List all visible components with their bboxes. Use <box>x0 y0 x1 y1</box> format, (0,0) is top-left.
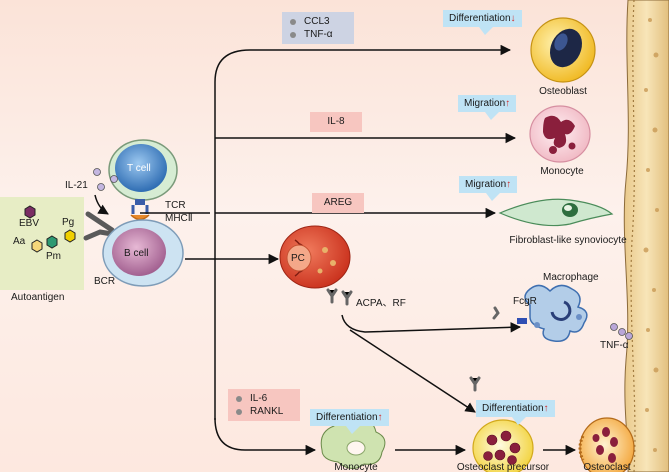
fibroblast-graphic <box>498 198 614 227</box>
antigen-pg: Pg <box>62 217 75 228</box>
osteoblast-label: Osteoblast <box>539 86 587 97</box>
antibody-icons <box>326 288 500 392</box>
monocyte-top-graphic <box>529 105 591 163</box>
il21-molecules <box>93 168 118 191</box>
osteoclast-precursor-label: Osteoclast precursor <box>456 462 550 472</box>
factor-areg: AREG <box>323 197 353 208</box>
fcgr-label: FcgR <box>513 296 537 307</box>
mhc-label: MHCⅡ <box>165 213 193 224</box>
callout-differentiation-monocyte: Differentiation↑ <box>310 409 389 434</box>
bullet-icon <box>236 408 242 415</box>
factor-ccl3: CCL3 <box>304 16 330 27</box>
callout-migration-monocyte: Migration↑ <box>458 95 517 120</box>
tcr-mhc-graphic <box>130 199 150 221</box>
bullet-icon <box>236 395 242 402</box>
monocyte-bottom-graphic <box>320 415 386 469</box>
acpa-label: ACPA、RF <box>356 298 406 309</box>
b-cell-graphic <box>102 219 184 287</box>
antigen-pm: Pm <box>46 251 61 262</box>
macrophage-label: Macrophage <box>543 272 599 283</box>
factor-il8: IL-8 <box>327 116 345 127</box>
factor-il6: IL-6 <box>250 393 268 404</box>
osteoclast-label: Osteoclast <box>583 462 631 472</box>
arrow-down-icon: ↓ <box>510 13 516 24</box>
arrow-up-icon: ↑ <box>377 412 383 423</box>
t-cell-graphic <box>108 139 178 201</box>
osteoclast-precursor-graphic <box>472 419 534 472</box>
callout-migration-fibroblast: Migration↑ <box>459 176 518 201</box>
tcr-label: TCR <box>165 200 186 211</box>
fibroblast-label: Fibroblast-like synoviocyte <box>509 235 627 246</box>
factor-box-il6-rankl: IL-6 RANKL <box>228 389 300 421</box>
antigen-aa: Aa <box>13 236 26 247</box>
osteoblast-graphic <box>530 17 596 83</box>
plasma-cell-graphic <box>279 225 351 289</box>
bullet-icon <box>290 31 296 38</box>
tnf-beads <box>610 323 633 340</box>
arrow-up-icon: ↑ <box>506 179 512 190</box>
il21-label: IL-21 <box>65 180 88 191</box>
factor-tnf: TNF-α <box>304 29 333 40</box>
bone-column <box>623 0 669 472</box>
autoantigen-title: Autoantigen <box>11 292 65 303</box>
pc-label: PC <box>291 253 305 264</box>
monocyte-bottom-label: Monocyte <box>334 462 378 472</box>
factor-rankl: RANKL <box>250 406 284 417</box>
tnf-macrophage-label: TNF-α <box>600 340 629 351</box>
factor-box-areg: AREG <box>312 193 364 213</box>
bcr-receptor <box>83 211 115 241</box>
osteoclast-graphic <box>578 417 635 472</box>
monocyte-top-label: Monocyte <box>540 166 584 177</box>
callout-differentiation-precursor: Differentiation↑ <box>476 400 555 425</box>
callout-differentiation-osteoblast: Differentiation↓ <box>443 10 522 35</box>
t-cell-label: T cell <box>127 163 151 174</box>
bullet-icon <box>290 18 296 25</box>
arrow-up-icon: ↑ <box>505 98 511 109</box>
b-cell-label: B cell <box>124 248 149 259</box>
il21-arrow <box>94 194 109 215</box>
antigen-ebv: EBV <box>19 218 40 229</box>
antigen-shapes <box>24 205 76 253</box>
macrophage-graphic <box>517 284 588 343</box>
arrow-up-icon: ↑ <box>543 403 549 414</box>
factor-box-il8: IL-8 <box>310 112 362 132</box>
bcr-label: BCR <box>94 276 116 287</box>
factor-box-ccl3-tnf: CCL3 TNF-α <box>282 12 354 44</box>
